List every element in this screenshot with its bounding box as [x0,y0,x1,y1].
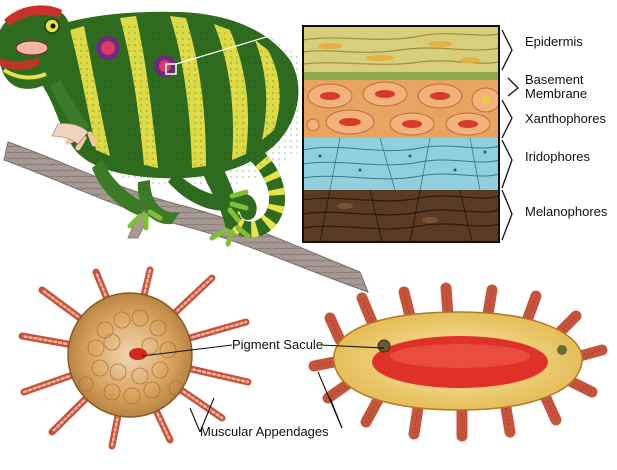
chameleon [0,5,310,247]
label-xanthophores: Xanthophores [525,111,606,126]
label-melanophores: Melanophores [525,204,608,219]
label-epidermis: Epidermis [525,34,583,49]
label-basement-line2: Membrane [525,86,588,101]
epidermis-layer [303,26,499,80]
xanthophore-layer [303,80,499,138]
label-basement-line1: Basement [525,72,584,87]
label-muscular-appendages: Muscular Appendages [200,424,329,439]
pointer-lines [141,344,385,433]
chromatophore-oval [308,282,608,442]
chromatophore-round [18,266,252,450]
melanophore-layer [303,189,499,242]
label-iridophores: Iridophores [525,149,591,164]
layer-brackets [501,29,519,241]
pigment-sacule [129,348,147,360]
zoom-line [175,25,304,65]
label-pigment-sacule: Pigment Sacule [232,337,324,352]
branch [3,141,369,293]
skin-cross-section [303,26,499,242]
iridophore-layer [303,137,499,191]
